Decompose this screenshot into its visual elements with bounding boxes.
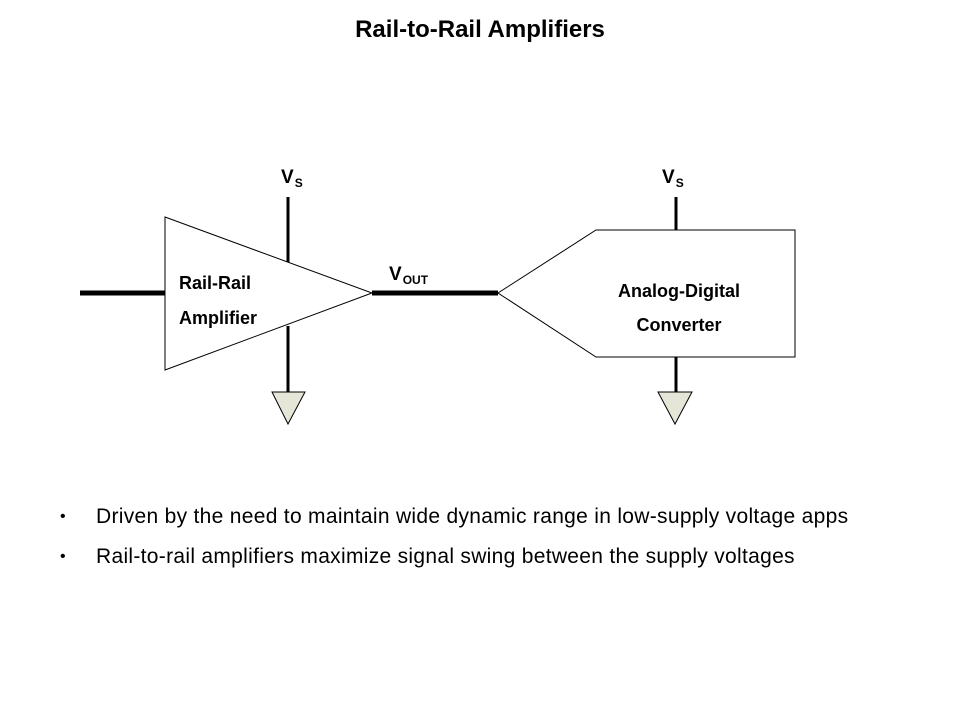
amplifier-label-line1: Rail-Rail	[179, 273, 252, 293]
adc-ground-symbol	[657, 391, 693, 426]
adc-symbol	[497, 229, 796, 358]
amplifier-symbol	[164, 216, 374, 371]
bullet-list: Driven by the need to maintain wide dyna…	[60, 504, 920, 583]
adc-label-line1: Analog-Digital	[618, 281, 740, 301]
adc-label-line2: Converter	[636, 315, 722, 335]
list-item: Driven by the need to maintain wide dyna…	[60, 504, 920, 530]
amplifier-label-line2: Amplifier	[179, 308, 258, 328]
output-label: VOUT	[389, 264, 429, 287]
page-title: Rail-to-Rail Amplifiers	[355, 16, 605, 43]
amp-ground-symbol	[271, 391, 306, 426]
amp-supply-label: VS	[281, 167, 303, 190]
list-item: Rail-to-rail amplifiers maximize signal …	[60, 544, 920, 570]
adc-supply-label: VS	[662, 167, 684, 190]
